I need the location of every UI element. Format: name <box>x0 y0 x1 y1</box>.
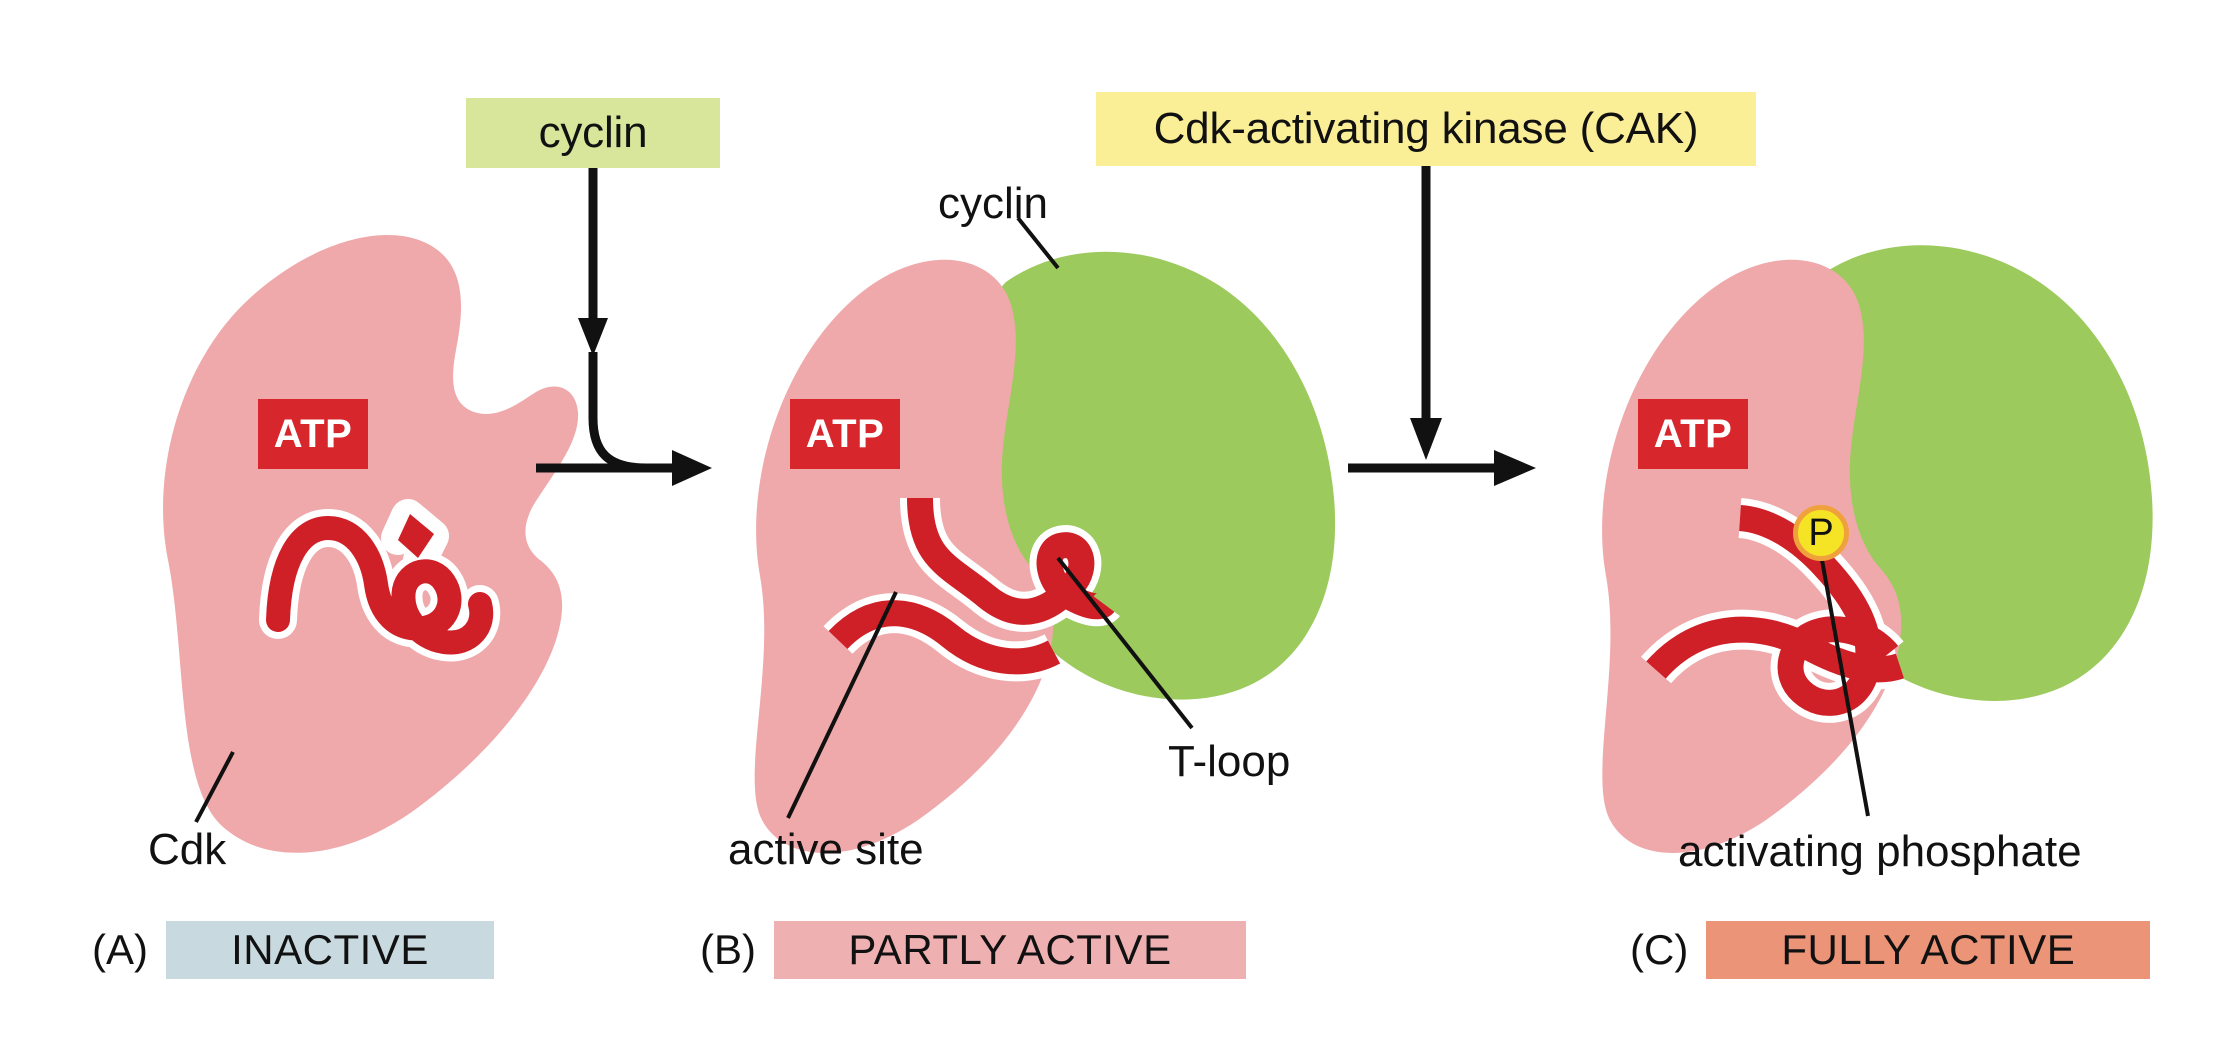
atp-badge-panel-c: ATP <box>1638 399 1748 469</box>
caption-panel-a: (A) INACTIVE <box>92 920 494 980</box>
activating-phosphate-annotation-label: activating phosphate <box>1678 827 2082 876</box>
t-loop-annotation-label: T-loop <box>1168 737 1291 786</box>
caption-letter-c: (C) <box>1630 926 1689 973</box>
status-badge-partly-active: PARTLY ACTIVE <box>774 921 1246 979</box>
cdk-leader-line <box>194 751 235 823</box>
status-badge-fully-active: FULLY ACTIVE <box>1706 921 2151 979</box>
active-site-leader-line <box>786 591 898 819</box>
cak-input-arrow <box>1410 166 1442 460</box>
caption-letter-a: (A) <box>92 926 148 973</box>
t-loop-ribbon-a <box>259 499 501 662</box>
atp-badge-panel-b: ATP <box>790 399 900 469</box>
t-loop-leader-line <box>1056 556 1194 730</box>
cyclin-input-arrow <box>578 168 647 473</box>
cdk-blob-c <box>1602 259 1902 854</box>
t-loop-ribbon-b <box>823 497 1120 682</box>
reaction-arrow-a-to-b <box>536 450 712 486</box>
cyclin-input-box: cyclin <box>466 98 720 168</box>
cdk-annotation-label: Cdk <box>148 825 227 874</box>
phosphate-leader-line <box>1820 559 1870 817</box>
caption-panel-b: (B) PARTLY ACTIVE <box>700 920 1246 980</box>
cdk-blob-b <box>754 259 1054 854</box>
active-site-annotation-label: active site <box>728 825 924 874</box>
reaction-arrow-b-to-c <box>1348 450 1536 486</box>
atp-badge-panel-a: ATP <box>258 399 368 469</box>
cyclin-leader-line <box>1016 216 1060 270</box>
cyclin-annotation-label: cyclin <box>938 179 1049 228</box>
caption-panel-c: (C) FULLY ACTIVE <box>1630 920 2151 980</box>
caption-letter-b: (B) <box>700 926 756 973</box>
cak-input-box: Cdk-activating kinase (CAK) <box>1096 92 1756 166</box>
status-badge-inactive: INACTIVE <box>166 921 494 979</box>
phosphate-marker-icon: P <box>1793 505 1849 561</box>
